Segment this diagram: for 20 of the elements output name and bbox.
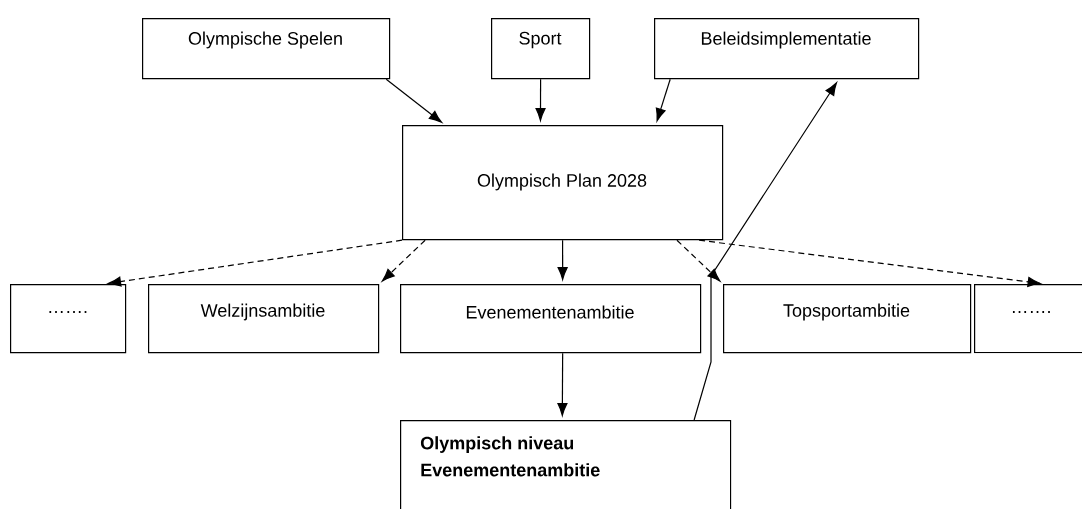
arrow xyxy=(676,239,721,282)
arrow xyxy=(108,239,403,287)
arrow xyxy=(557,239,568,281)
process-box: Evenementenambitie xyxy=(400,284,702,354)
arrow xyxy=(655,78,671,122)
process-box: ……. xyxy=(974,284,1082,354)
arrow xyxy=(381,239,426,282)
process-box: Olympisch Plan 2028 xyxy=(402,125,724,241)
arrow xyxy=(385,78,443,123)
process-box: Sport xyxy=(491,18,591,80)
process-box: Beleidsimplementatie xyxy=(654,18,920,80)
process-box: Topsportambitie xyxy=(723,284,972,354)
process-box: Olympische Spelen xyxy=(142,18,391,80)
process-box: ……. xyxy=(10,284,127,354)
process-box: Welzijnsambitie xyxy=(148,284,380,354)
heading-box: Olympisch niveau Evenementenambitie xyxy=(400,420,732,509)
arrow xyxy=(698,239,1041,287)
arrow xyxy=(535,78,546,122)
arrow xyxy=(557,352,568,417)
arrow xyxy=(693,82,837,421)
